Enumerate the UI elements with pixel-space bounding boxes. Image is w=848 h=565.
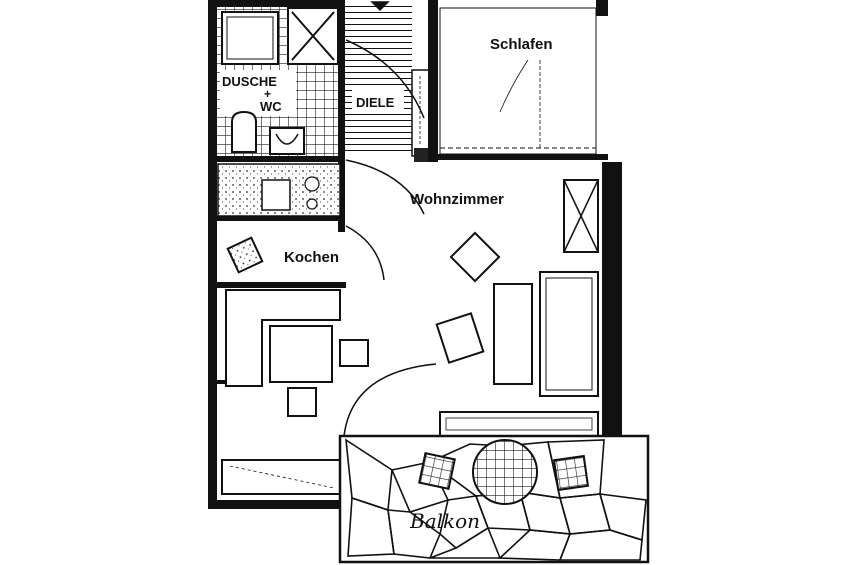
room-label-wohnzimmer: Wohnzimmer [410, 191, 504, 208]
toilet [231, 110, 257, 153]
dining-chair-right [339, 339, 369, 367]
room-label-kochen: Kochen [284, 249, 339, 266]
balcony-round-table [472, 439, 538, 505]
dining-table [269, 325, 333, 383]
room-label-schlafen: Schlafen [490, 36, 553, 53]
dining-chair-bottom [287, 387, 317, 417]
room-label-plus: + [264, 87, 271, 101]
room-label-diele: DIELE [356, 95, 395, 110]
kitchen-stool [226, 236, 264, 274]
bed-area [439, 7, 597, 155]
balcony [338, 434, 650, 564]
sideboard [493, 283, 533, 385]
storage-cabinet [221, 459, 341, 495]
washbasin [269, 127, 305, 155]
room-label-wc: WC [260, 99, 282, 114]
coffee-table [449, 231, 501, 283]
kitchen-bench [225, 289, 341, 387]
room-label-dusche: DUSCHE [222, 74, 277, 89]
balcony-chair-left [418, 452, 456, 490]
balcony-chair-right [552, 454, 590, 492]
armchair [435, 312, 485, 364]
room-label-balkon: Balkon [409, 509, 480, 533]
